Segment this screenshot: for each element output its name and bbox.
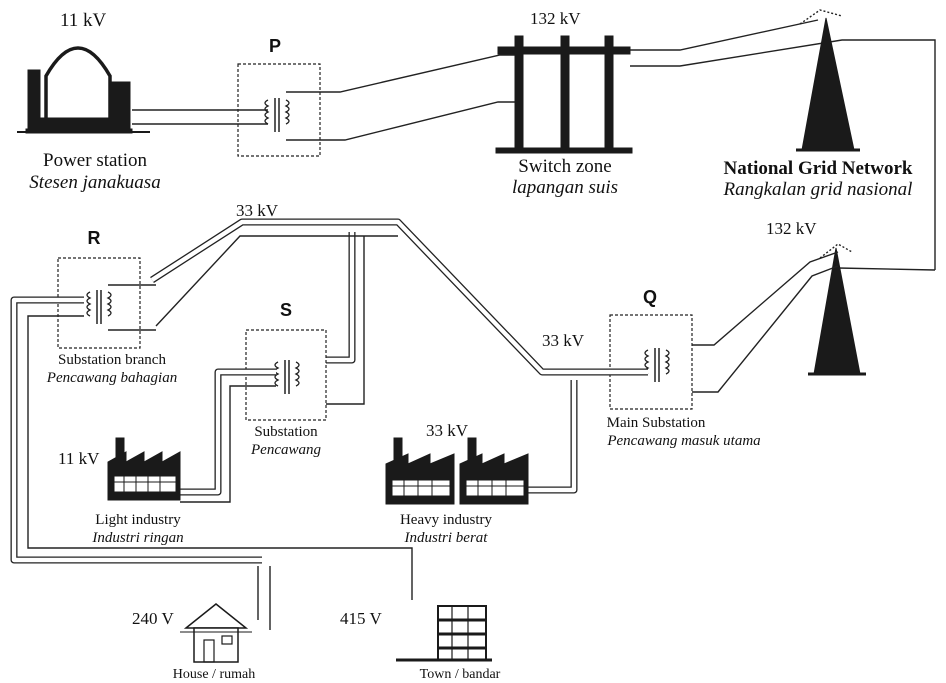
label-p: P: [269, 36, 281, 56]
caption-town: Town / bandar: [420, 667, 501, 682]
grid-tower-icon: [796, 17, 860, 152]
town-icon: [396, 605, 492, 662]
caption-main-substation: Main Substation: [607, 415, 706, 431]
caption-house: House / rumah: [173, 667, 255, 682]
voltage-town: 415 V: [340, 609, 382, 628]
transformer-q: [609, 314, 693, 410]
heavy-industry-icon: [385, 437, 529, 505]
voltage-light-industry: 11 kV: [58, 449, 100, 468]
caption-branch-substation: Substation branch: [58, 352, 166, 368]
caption-substation: Substation: [254, 424, 318, 440]
voltage-power-station: 11 kV: [60, 10, 107, 31]
caption-heavy-industry: Heavy industry: [400, 512, 493, 528]
caption-light-industry: Light industry: [95, 512, 181, 528]
caption-light-industry-ms: Industri ringan: [91, 530, 183, 546]
trunk-33kv-cable: [150, 218, 648, 376]
voltage-line-r: 33 kV: [236, 201, 279, 220]
voltage-house: 240 V: [132, 609, 174, 628]
caption-switch-zone: Switch zone: [518, 156, 611, 177]
caption-grid-ms: Rangkalan grid nasional: [723, 179, 913, 200]
voltage-grid-q: 132 kV: [766, 219, 817, 238]
caption-grid: National Grid Network: [724, 158, 913, 179]
voltage-line-q: 33 kV: [542, 331, 585, 350]
caption-heavy-industry-ms: Industri berat: [404, 530, 489, 546]
caption-substation-ms: Pencawang: [250, 442, 321, 458]
light-industry-icon: [107, 437, 181, 501]
caption-branch-substation-ms: Pencawang bahagian: [46, 370, 177, 386]
caption-switch-zone-ms: lapangan suis: [512, 177, 618, 198]
caption-power-station-ms: Stesen janakuasa: [29, 172, 160, 193]
voltage-switch-zone: 132 kV: [530, 9, 581, 28]
power-station-icon: [17, 46, 150, 134]
caption-power-station: Power station: [43, 150, 147, 171]
label-s: S: [280, 300, 292, 320]
label-r: R: [88, 228, 101, 248]
label-q: Q: [643, 287, 657, 307]
voltage-heavy-industry: 33 kV: [426, 421, 469, 440]
switch-zone-icon: [495, 35, 633, 154]
q-tower-icon: [808, 243, 866, 376]
caption-main-substation-ms: Pencawang masuk utama: [606, 433, 760, 449]
house-icon: [180, 603, 252, 663]
